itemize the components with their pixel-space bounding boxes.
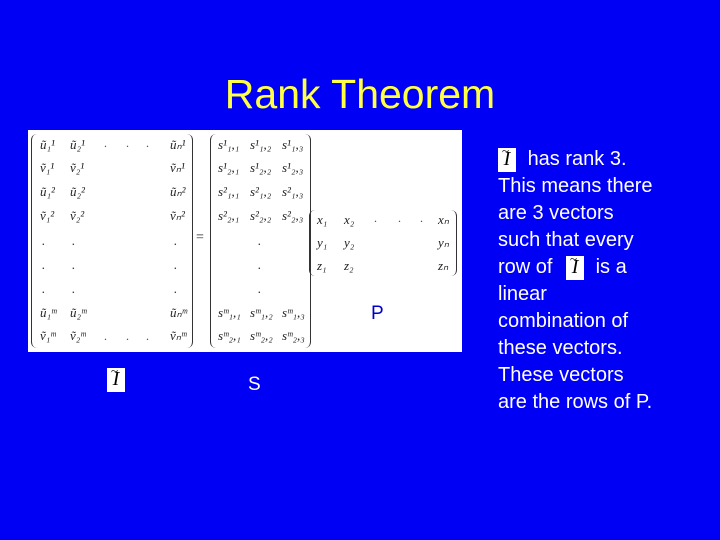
matrix-s-cell: s²₂,₃ [282, 208, 304, 223]
matrix-i-inline: I [498, 140, 516, 172]
matrix-i-cell: ũ₂ᵐ [70, 305, 87, 320]
matrix-i-cell: ũₙ² [170, 184, 186, 199]
matrix-i-cell: ũ₂² [70, 184, 85, 199]
matrix-s-cell: s²₂,₁ [218, 208, 240, 223]
matrix-p-cell: y₁ [317, 235, 328, 250]
matrix-s-cell: sᵐ₁,₂ [250, 305, 273, 320]
matrix-s-cell: s²₁,₃ [282, 184, 304, 199]
matrix-i-cell: . [42, 281, 46, 296]
matrix-equation-panel: = ũ₁¹ ũ₂¹ . . . ũₙ¹ ṽ₁¹ ṽ₂¹ ṽₙ¹ ũ₁² ũ₂² … [28, 130, 462, 352]
matrix-s-cell: sᵐ₁,₁ [218, 305, 241, 320]
matrix-i-cell: . [42, 257, 46, 272]
matrix-i-left-paren [31, 134, 38, 348]
matrix-i-inline: I [566, 248, 585, 280]
equals-sign: = [196, 230, 204, 245]
matrix-i-right-paren [186, 134, 193, 348]
i-tilde-icon: I [566, 248, 585, 280]
matrix-i-label: I [107, 360, 125, 392]
text-line: are 3 vectors [498, 202, 614, 224]
matrix-i-cell: ũ₁¹ [40, 137, 55, 152]
matrix-s-left-paren [210, 134, 217, 348]
matrix-i-cell: ũ₂¹ [70, 137, 85, 152]
ellipsis-dot: . [126, 329, 129, 343]
text-line: These vectors [498, 364, 624, 386]
matrix-p-left-paren [309, 210, 316, 276]
slide-title: Rank Theorem [224, 71, 496, 117]
matrix-i-cell: ṽₙ² [170, 208, 185, 223]
text-line: I has rank 3. [498, 140, 713, 173]
ellipsis-dot: . [420, 211, 423, 225]
label-s: S [248, 374, 261, 395]
matrix-s-cell: s¹₂,₁ [218, 160, 240, 175]
matrix-s-cell: . [258, 257, 262, 272]
matrix-p-cell: x₁ [317, 212, 328, 227]
matrix-p-right-paren [450, 210, 457, 276]
ellipsis-dot: . [104, 329, 107, 343]
matrix-p-cell: z₁ [317, 258, 327, 273]
matrix-i-cell: ũ₁ᵐ [40, 305, 57, 320]
text-line: these vectors. [498, 337, 623, 359]
matrix-s-cell: s¹₂,₃ [282, 160, 304, 175]
matrix-i-cell: . [174, 281, 178, 296]
matrix-s-cell: s²₂,₂ [250, 208, 272, 223]
matrix-s-cell: sᵐ₁,₃ [282, 305, 305, 320]
matrix-i-cell: ũₙᵐ [170, 305, 188, 320]
ellipsis-dot: . [126, 136, 129, 150]
matrix-p-cell: z₂ [344, 258, 354, 273]
matrix-s-cell: s¹₂,₂ [250, 160, 272, 175]
matrix-i-cell: ṽ₁ᵐ [40, 328, 56, 343]
i-tilde-icon: I [498, 140, 516, 172]
text-line: linear [498, 283, 547, 305]
matrix-p-cell: y₂ [344, 235, 355, 250]
matrix-i-cell: ũ₁² [40, 184, 55, 199]
matrix-s-cell: s¹₁,₂ [250, 137, 272, 152]
matrix-s-cell: . [258, 281, 262, 296]
matrix-s-cell: s¹₁,₁ [218, 137, 240, 152]
matrix-i-cell: ṽ₂ᵐ [70, 328, 86, 343]
matrix-s-right-paren [304, 134, 311, 348]
matrix-i-cell: ṽₙ¹ [170, 160, 185, 175]
text-line: are the rows of P. [498, 391, 653, 413]
ellipsis-dot: . [146, 136, 149, 150]
matrix-i-cell: . [174, 257, 178, 272]
text-line: combination of [498, 310, 629, 332]
matrix-s-cell: s¹₁,₃ [282, 137, 304, 152]
ellipsis-dot: . [398, 211, 401, 225]
matrix-s-cell: s²₁,₂ [250, 184, 272, 199]
matrix-s-cell: s²₁,₁ [218, 184, 240, 199]
ellipsis-dot: . [146, 329, 149, 343]
ellipsis-dot: . [104, 136, 107, 150]
matrix-i-cell: . [72, 233, 76, 248]
matrix-p-cell: zₙ [438, 258, 449, 273]
matrix-i-cell: ṽ₁¹ [40, 160, 55, 175]
text-line: such that every [498, 229, 634, 251]
label-p: P [371, 303, 384, 324]
matrix-s-cell: sᵐ₂,₂ [250, 328, 273, 343]
matrix-i-cell: . [72, 281, 76, 296]
matrix-i-cell: . [72, 257, 76, 272]
matrix-i-cell: ũₙ¹ [170, 137, 186, 152]
matrix-s-cell: sᵐ₂,₁ [218, 328, 241, 343]
matrix-s-cell: sᵐ₂,₃ [282, 328, 305, 343]
matrix-i-cell: ṽₙᵐ [170, 328, 187, 343]
matrix-i-cell: ṽ₁² [40, 208, 55, 223]
matrix-p-cell: yₙ [438, 235, 449, 250]
matrix-i-cell: . [174, 233, 178, 248]
matrix-p-cell: xₙ [438, 212, 449, 227]
text-line: row of I is a [498, 248, 713, 281]
ellipsis-dot: . [374, 211, 377, 225]
matrix-i-cell: . [42, 233, 46, 248]
explanation-text: I has rank 3. This means there are 3 vec… [498, 140, 713, 416]
matrix-s-cell: . [258, 233, 262, 248]
matrix-i-cell: ṽ₂¹ [70, 160, 85, 175]
matrix-i-cell: ṽ₂² [70, 208, 85, 223]
text-line: This means there [498, 175, 653, 197]
matrix-p-cell: x₂ [344, 212, 355, 227]
